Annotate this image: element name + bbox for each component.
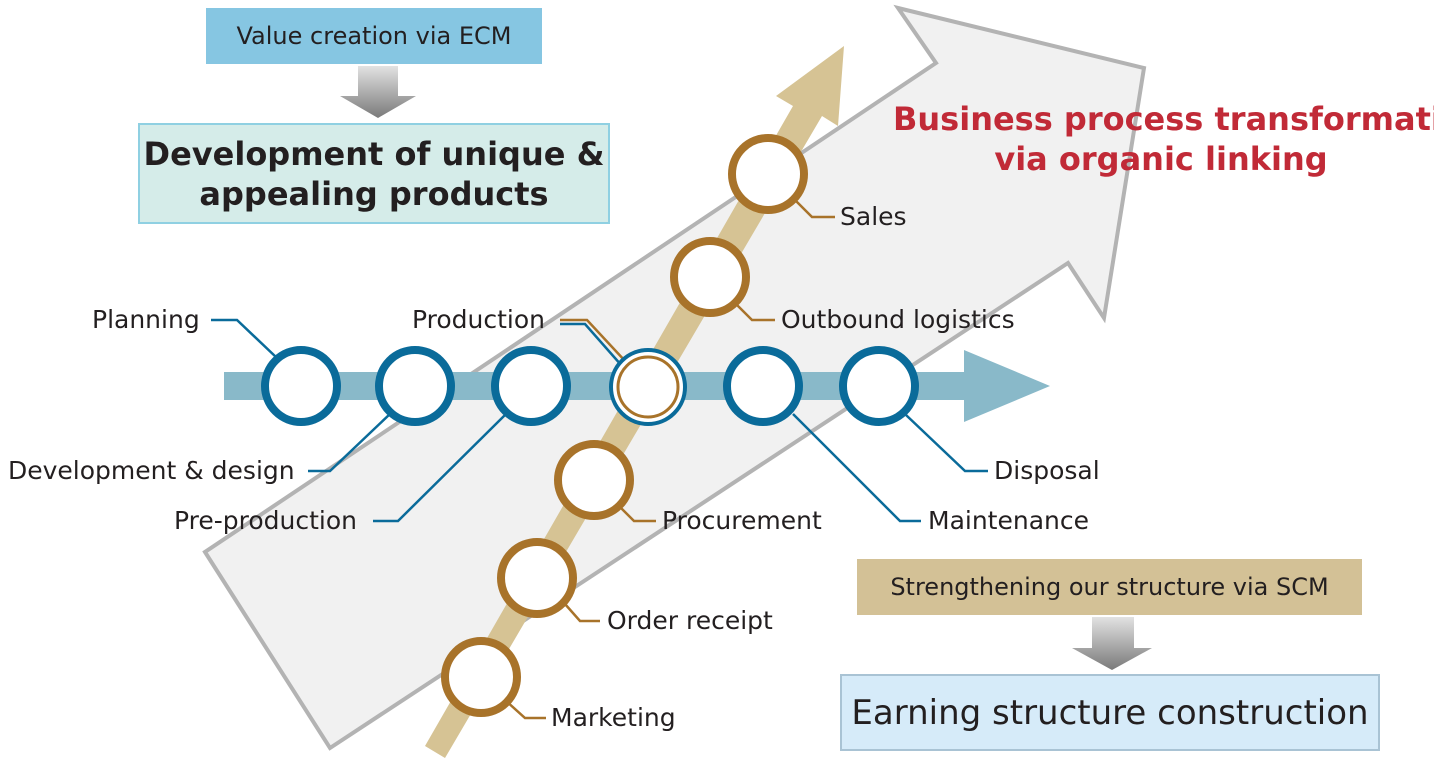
node-development-design — [375, 346, 455, 426]
node-disposal — [839, 346, 919, 426]
leader-outbound-logistics — [733, 301, 775, 322]
transformation-title-line-1: Business process transformation — [893, 100, 1434, 138]
leader-planning — [211, 318, 278, 359]
node-procurement — [554, 440, 634, 520]
label-planning: Planning — [92, 305, 200, 334]
ecm-label-box: Value creation via ECM — [206, 8, 542, 64]
node-marketing — [441, 637, 521, 717]
label-maintenance: Maintenance — [928, 506, 1089, 535]
node-sales — [728, 134, 808, 214]
node-production-inner — [616, 355, 680, 419]
label-marketing: Marketing — [551, 703, 676, 732]
down-arrow-ecm — [340, 66, 416, 118]
leader-production-outer — [560, 322, 623, 367]
node-planning — [261, 346, 341, 426]
ecm-result: Development of unique & appealing produc… — [143, 134, 605, 213]
ecm-result-box: Development of unique & appealing produc… — [138, 123, 610, 224]
leader-disposal — [905, 414, 988, 473]
label-pre-production: Pre-production — [174, 506, 358, 535]
label-sales: Sales — [840, 202, 907, 231]
scm-result: Earning structure construction — [851, 692, 1369, 733]
scm-result-box: Earning structure construction — [840, 674, 1380, 751]
down-arrow-scm — [1072, 617, 1152, 670]
label-procurement: Procurement — [662, 506, 822, 535]
leader-order-receipt — [564, 603, 600, 623]
label-outbound-logistics: Outbound logistics — [781, 305, 1015, 334]
label-development-design: Development & design — [8, 456, 295, 485]
scm-label: Strengthening our structure via SCM — [890, 573, 1329, 601]
node-outbound-logistics — [670, 237, 750, 317]
node-order-receipt — [497, 538, 577, 618]
node-pre-production — [491, 346, 571, 426]
transformation-title-line-2: via organic linking — [994, 140, 1328, 178]
label-disposal: Disposal — [994, 456, 1100, 485]
leader-marketing — [504, 699, 546, 720]
node-maintenance — [723, 346, 803, 426]
label-production: Production — [412, 305, 546, 334]
scm-label-box: Strengthening our structure via SCM — [857, 559, 1362, 615]
leader-development-design — [308, 412, 392, 473]
leader-procurement — [617, 504, 656, 523]
leader-sales — [794, 199, 835, 219]
leader-pre-production — [373, 414, 506, 523]
leader-maintenance — [792, 413, 921, 523]
ecm-label: Value creation via ECM — [236, 22, 512, 50]
label-order-receipt: Order receipt — [607, 606, 773, 635]
leader-production-inner — [560, 318, 627, 363]
